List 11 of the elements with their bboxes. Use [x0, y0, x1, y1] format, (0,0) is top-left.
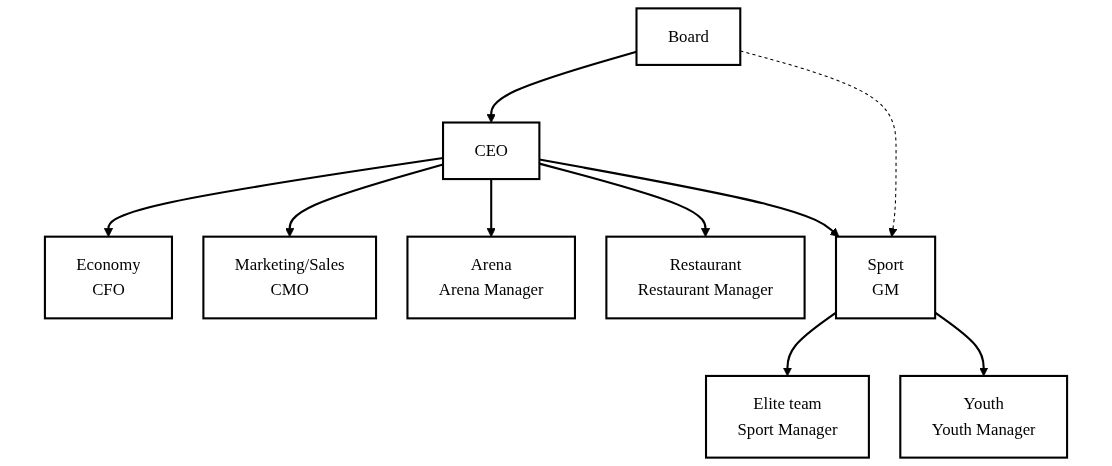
node-box: Economy CFO [43, 235, 173, 320]
node-box: Marketing/Sales CMO [202, 235, 378, 320]
node-box: Restaurant Restaurant Manager [605, 235, 806, 320]
node-box: Sport GM [834, 235, 937, 320]
node-box: CEO [442, 121, 541, 181]
arrow [486, 50, 637, 123]
node-box: Board [635, 7, 742, 66]
node-box: Youth Youth Manager [899, 374, 1069, 459]
node-box: Elite team Sport Manager [704, 374, 870, 459]
arrow [539, 158, 840, 238]
node-box: Arena Arena Manager [406, 235, 576, 320]
